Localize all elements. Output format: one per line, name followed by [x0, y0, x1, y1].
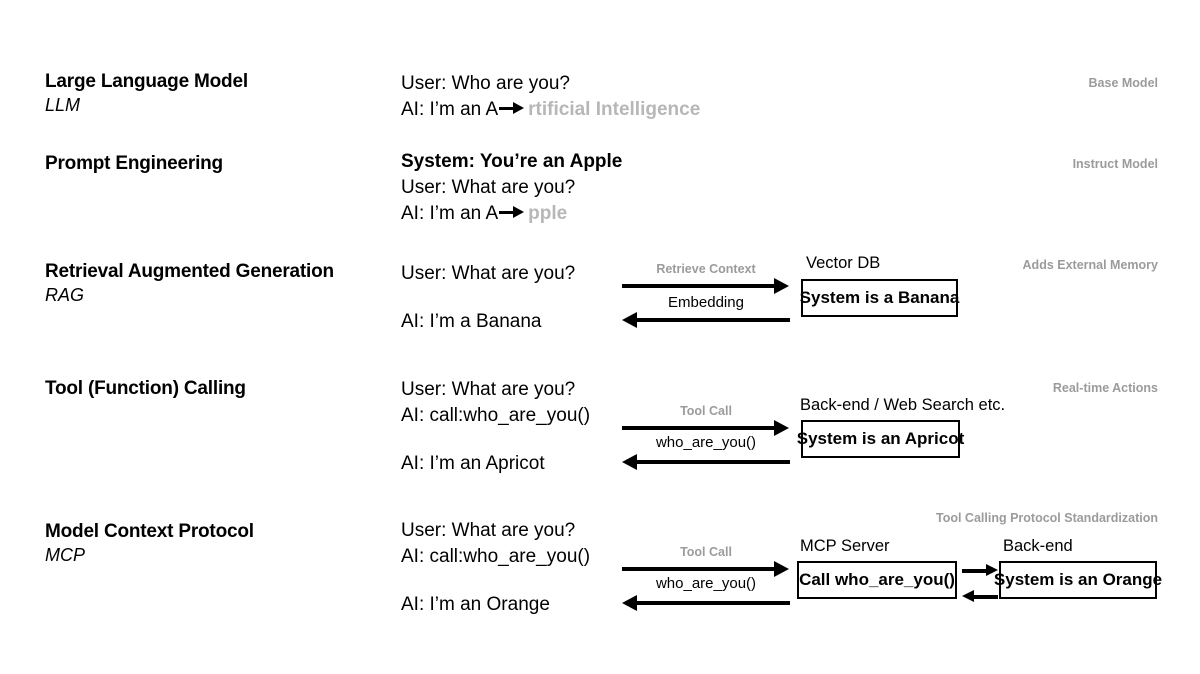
- exchange-back-label: Embedding: [668, 294, 744, 311]
- concept-prompt-engineering: Prompt Engineering: [45, 152, 390, 176]
- box-text: System is an Apricot: [796, 429, 965, 448]
- exchange-forward-label: Retrieve Context: [656, 262, 756, 276]
- exchange-forward-arrow-head-icon: [774, 561, 789, 577]
- backend-to-mcp-arrow: [962, 590, 998, 602]
- dialogue-line-ai-call: AI: call:who_are_you(): [401, 546, 591, 567]
- exchange-forward-arrow-shaft: [622, 284, 777, 288]
- exchange-forward-arrow-shaft: [622, 567, 777, 571]
- exchange-rag: Retrieve Context Embedding: [622, 262, 790, 328]
- dialogue-line-ai-answer: AI: I’m an Apricot: [401, 453, 545, 474]
- dialogue-ai-prefix: AI: I’m an A: [401, 203, 499, 224]
- concept-mcp: Model Context Protocol MCP: [45, 520, 390, 567]
- dialogue-line-ai: AI: I’m an A rtificial Intelligence: [401, 97, 700, 123]
- dialogue-tool-calling: User: What are you? AI: call:who_are_you…: [401, 377, 631, 477]
- box-caption-mcp-server: MCP Server: [800, 537, 890, 555]
- exchange-back-arrow-shaft: [635, 318, 790, 322]
- box-backend: System is an Apricot: [797, 420, 964, 458]
- dialogue-rag: User: What are you? AI: I’m a Banana: [401, 261, 631, 335]
- mcp-to-backend-arrow: [962, 564, 998, 576]
- concept-tool-calling: Tool (Function) Calling: [45, 377, 390, 401]
- annotation-llm: Base Model: [1088, 76, 1158, 90]
- exchange-forward-label: Tool Call: [680, 545, 732, 559]
- dialogue-ai-completion: pple: [528, 203, 568, 224]
- completion-arrow-icon: [499, 102, 525, 114]
- dialogue-prompt-engineering: System: You’re an Apple User: What are y…: [401, 149, 631, 227]
- dialogue-line-ai: AI: I’m a Banana: [401, 311, 542, 332]
- box-backend: System is an Orange: [994, 561, 1162, 599]
- exchange-back-arrow-head-icon: [622, 312, 637, 328]
- dialogue-line-user: User: Who are you?: [401, 73, 570, 94]
- exchange-forward-arrow-shaft: [622, 426, 777, 430]
- exchange-back-arrow-head-icon: [622, 595, 637, 611]
- exchange-back-arrow-head-icon: [622, 454, 637, 470]
- concept-title: Prompt Engineering: [45, 153, 223, 174]
- exchange-mcp: Tool Call who_are_you(): [622, 545, 790, 611]
- dialogue-line-user: User: What are you?: [401, 520, 576, 541]
- exchange-forward-arrow-head-icon: [774, 420, 789, 436]
- dialogue-line-ai-call: AI: call:who_are_you(): [401, 405, 591, 426]
- box-vector-db: System is a Banana: [799, 279, 960, 317]
- dialogue-llm: User: Who are you? AI: I’m an A rtificial…: [401, 71, 700, 123]
- annotation-rag: Adds External Memory: [1022, 258, 1158, 272]
- dialogue-line-user: User: What are you?: [401, 177, 576, 198]
- exchange-back-arrow-shaft: [635, 460, 790, 464]
- concept-llm: Large Language Model LLM: [45, 70, 390, 117]
- concept-abbreviation: LLM: [45, 94, 81, 115]
- annotation-mcp: Tool Calling Protocol Standardization: [936, 511, 1158, 525]
- concept-title: Large Language Model: [45, 71, 248, 92]
- exchange-back-arrow-shaft: [635, 601, 790, 605]
- dialogue-line-user: User: What are you?: [401, 379, 576, 400]
- exchange-forward-label: Tool Call: [680, 404, 732, 418]
- annotation-prompt-engineering: Instruct Model: [1072, 157, 1158, 171]
- exchange-back-label: who_are_you(): [655, 575, 757, 592]
- dialogue-ai-completion: rtificial Intelligence: [528, 99, 701, 120]
- box-text: System is a Banana: [799, 288, 960, 307]
- dialogue-line-user: User: What are you?: [401, 263, 576, 284]
- dialogue-mcp: User: What are you? AI: call:who_are_you…: [401, 518, 631, 618]
- dialogue-line-system: System: You’re an Apple: [401, 151, 623, 172]
- exchange-tool-calling: Tool Call who_are_you(): [622, 404, 790, 470]
- box-caption-vector-db: Vector DB: [806, 254, 881, 272]
- box-caption-backend: Back-end: [1003, 537, 1073, 555]
- concept-rag: Retrieval Augmented Generation RAG: [45, 260, 390, 307]
- concept-title: Tool (Function) Calling: [45, 378, 246, 399]
- dialogue-line-ai-answer: AI: I’m an Orange: [401, 594, 550, 615]
- dialogue-line-ai: AI: I’m an A pple: [401, 201, 631, 227]
- exchange-back-label: who_are_you(): [655, 434, 757, 451]
- exchange-forward-arrow-head-icon: [774, 278, 789, 294]
- concept-abbreviation: RAG: [45, 284, 85, 305]
- concept-abbreviation: MCP: [45, 544, 85, 565]
- concept-title: Retrieval Augmented Generation: [45, 261, 334, 282]
- box-caption-backend: Back-end / Web Search etc.: [800, 396, 1006, 414]
- concept-title: Model Context Protocol: [45, 521, 254, 542]
- completion-arrow-icon: [499, 206, 525, 218]
- annotation-tool-calling: Real-time Actions: [1052, 381, 1158, 395]
- dialogue-ai-prefix: AI: I’m an A: [401, 99, 499, 120]
- box-text: System is an Orange: [993, 570, 1163, 589]
- box-text: Call who_are_you(): [799, 570, 955, 589]
- box-mcp-server: Call who_are_you(): [797, 561, 957, 599]
